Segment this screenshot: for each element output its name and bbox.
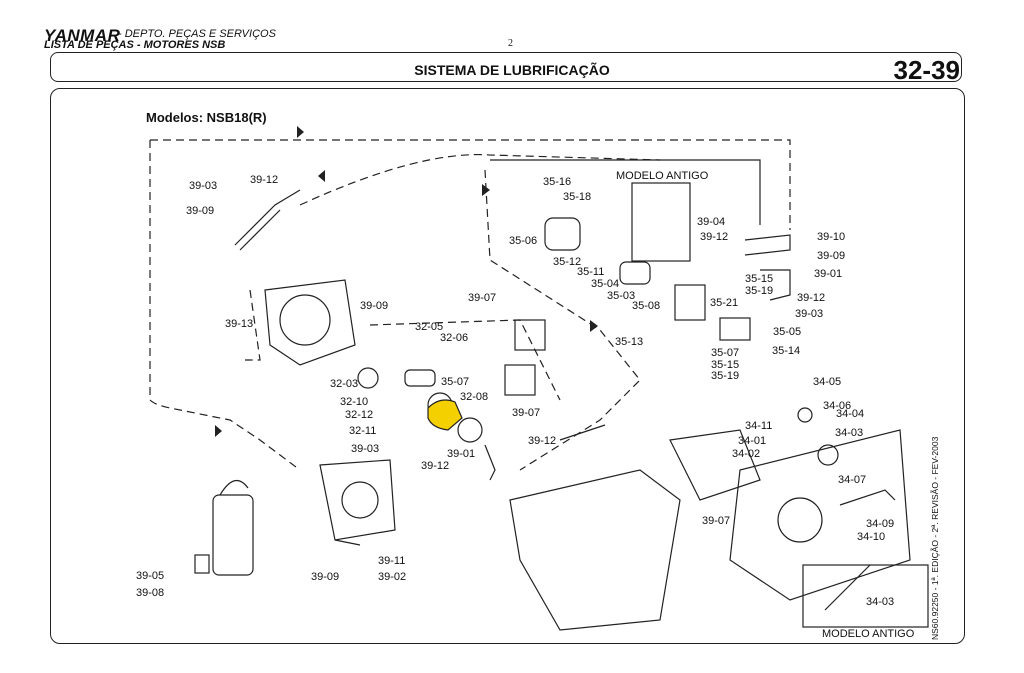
- part-label: 35-03: [607, 290, 635, 302]
- part-label: 39-09: [360, 300, 388, 312]
- part-label: 34-03: [835, 427, 863, 439]
- part-label: 39-01: [447, 448, 475, 460]
- part-label: 39-03: [795, 308, 823, 320]
- part-label: 34-07: [838, 474, 866, 486]
- part-label: 35-18: [563, 191, 591, 203]
- section-code: 32-39: [893, 55, 961, 85]
- part-label: 34-03: [866, 596, 894, 608]
- part-label: 39-03: [189, 180, 217, 192]
- section-title: SISTEMA DE LUBRIFICAÇÃO: [414, 62, 610, 78]
- part-label: 35-14: [772, 345, 800, 357]
- caption-old-model-top: MODELO ANTIGO: [616, 170, 709, 182]
- part-label: 39-01: [814, 268, 842, 280]
- part-label: 35-04: [591, 278, 619, 290]
- list-title: LISTA DE PEÇAS - MOTORES NSB: [44, 39, 226, 51]
- part-label: 39-02: [378, 571, 406, 583]
- part-label: 34-06: [823, 400, 851, 412]
- part-label: 39-12: [797, 292, 825, 304]
- part-label: 39-08: [136, 587, 164, 599]
- part-label: 34-01: [738, 435, 766, 447]
- department-label: - DEPTO. PEÇAS E SERVIÇOS: [118, 28, 276, 40]
- part-label: 35-08: [632, 300, 660, 312]
- part-label: 32-05: [415, 321, 443, 333]
- part-label: 39-12: [528, 435, 556, 447]
- part-label: 32-11: [349, 425, 376, 437]
- part-label: 35-11: [577, 266, 604, 278]
- page-number: 2: [508, 38, 513, 49]
- brand-logo: YANMAR: [44, 26, 121, 45]
- models-label: Modelos: NSB18(R): [146, 110, 267, 125]
- caption-old-model-bottom: MODELO ANTIGO: [822, 628, 915, 640]
- part-label: 34-02: [732, 448, 760, 460]
- part-label: 39-09: [817, 250, 845, 262]
- diagram-frame: [50, 88, 965, 644]
- header-frame: [50, 52, 962, 82]
- part-label: 35-13: [615, 336, 643, 348]
- highlighted-part[interactable]: [427, 399, 463, 431]
- part-label: 35-06: [509, 235, 537, 247]
- part-label: 39-07: [512, 407, 540, 419]
- part-label: 35-16: [543, 176, 571, 188]
- part-label: 34-09: [866, 518, 894, 530]
- part-label: 39-09: [311, 571, 339, 583]
- part-label: 35-15: [711, 359, 739, 371]
- part-label: 35-21: [710, 297, 738, 309]
- part-label: 39-07: [468, 292, 496, 304]
- part-label: 39-13: [225, 318, 253, 330]
- part-label: 34-05: [813, 376, 841, 388]
- part-label: 35-07: [441, 376, 469, 388]
- part-label: 35-05: [773, 326, 801, 338]
- part-label: 32-03: [330, 378, 358, 390]
- part-label: 35-07: [711, 347, 739, 359]
- part-label: 39-12: [700, 231, 728, 243]
- part-label: 39-12: [250, 174, 278, 186]
- part-label: 35-19: [711, 370, 739, 382]
- part-label: 39-10: [817, 231, 845, 243]
- part-label: 39-05: [136, 570, 164, 582]
- part-label: 39-04: [697, 216, 725, 228]
- part-label: 39-12: [421, 460, 449, 472]
- part-label: 35-15: [745, 273, 773, 285]
- part-label: 32-06: [440, 332, 468, 344]
- part-labels: 39-03 39-12 39-09 39-13 39-09 32-05 32-0…: [136, 174, 894, 608]
- part-label: 32-08: [460, 391, 488, 403]
- part-label: 32-10: [340, 396, 368, 408]
- part-label: 34-11: [745, 420, 772, 432]
- part-label: 39-07: [702, 515, 730, 527]
- part-label: 39-09: [186, 205, 214, 217]
- part-label: 39-11: [378, 555, 405, 567]
- part-label: 34-04: [836, 408, 864, 420]
- part-label: 35-12: [553, 256, 581, 268]
- part-label: 32-12: [345, 409, 373, 421]
- part-label: 39-03: [351, 443, 379, 455]
- part-label: 35-19: [745, 285, 773, 297]
- part-label: 34-10: [857, 531, 885, 543]
